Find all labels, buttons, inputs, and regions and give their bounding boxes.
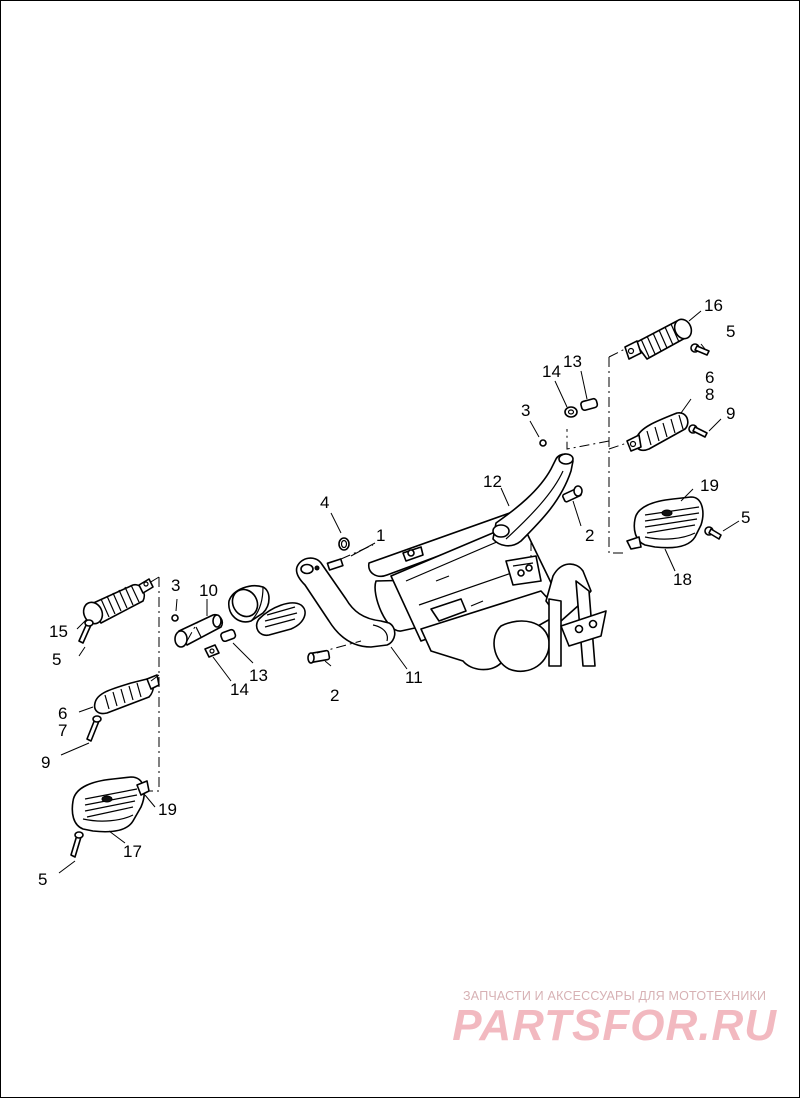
- ball-3-left: [171, 614, 179, 622]
- frame-crossmember: [367, 507, 607, 673]
- callout-9-left: 9: [41, 753, 50, 772]
- ball-3-upper: [539, 439, 547, 447]
- footpeg-6-left: [86, 674, 160, 742]
- callout-17: 17: [123, 842, 142, 861]
- callout-14-left: 14: [230, 680, 249, 699]
- callout-9-right: 9: [726, 404, 735, 423]
- footpeg-8-right: [626, 412, 708, 452]
- callout-2-lower: 2: [330, 686, 339, 705]
- callout-3-upper: 3: [521, 401, 530, 420]
- bolt-2-upper: [562, 485, 583, 503]
- watermark: ЗАПЧАСТИ И АКСЕССУАРЫ ДЛЯ МОТОТЕХНИКИ PA…: [452, 989, 777, 1049]
- pin-13-upper: [580, 397, 599, 412]
- callout-4: 4: [320, 493, 329, 512]
- callout-16: 16: [704, 296, 723, 315]
- callout-5-right-bottom: 5: [741, 508, 750, 527]
- callout-19-right: 19: [700, 476, 719, 495]
- watermark-tagline: ЗАПЧАСТИ И АКСЕССУАРЫ ДЛЯ МОТОТЕХНИКИ: [463, 989, 767, 1003]
- callout-12: 12: [483, 472, 502, 491]
- callout-5-left-top: 5: [52, 650, 61, 669]
- callout-15: 15: [49, 622, 68, 641]
- bolt-2-lower: [307, 649, 331, 664]
- callout-3-left: 3: [171, 576, 180, 595]
- rubber-peg-16: [624, 318, 710, 360]
- mount-bracket-12: [492, 453, 574, 547]
- callout-13-upper: 13: [563, 352, 582, 371]
- clip-14-upper: [564, 406, 578, 418]
- callout-6-right: 6: [705, 368, 714, 387]
- callout-7: 7: [58, 721, 67, 740]
- clip-14-left: [204, 644, 220, 658]
- callout-8: 8: [705, 385, 714, 404]
- callout-13-left: 13: [249, 666, 268, 685]
- callout-1: 1: [376, 526, 385, 545]
- floorboard-17: [70, 776, 150, 858]
- lever-11: [295, 557, 396, 648]
- watermark-brand: PARTSFOR.RU: [452, 1001, 777, 1050]
- screw-1: [314, 558, 344, 571]
- callout-6-left: 6: [58, 704, 67, 723]
- callout-19-left: 19: [158, 800, 177, 819]
- pin-13-left: [220, 628, 237, 643]
- callout-18: 18: [673, 570, 692, 589]
- callout-10: 10: [199, 581, 218, 600]
- rubber-peg-15: [78, 578, 154, 644]
- floorboard-18: [626, 496, 722, 550]
- shift-peg-assembly: [228, 585, 306, 637]
- ring-4: [338, 537, 350, 551]
- callout-5-left-bottom: 5: [38, 870, 47, 889]
- callout-5-right-top: 5: [726, 322, 735, 341]
- leader-lines: [58, 310, 740, 874]
- callout-2-upper: 2: [585, 526, 594, 545]
- callout-11: 11: [405, 668, 423, 687]
- callout-14-upper: 14: [542, 362, 561, 381]
- callouts: 1 2 2 3 3 4 5 5 5 5 6 6 7 8 9 9 10 11 12…: [38, 296, 750, 889]
- pivot-pin-10: [174, 613, 224, 648]
